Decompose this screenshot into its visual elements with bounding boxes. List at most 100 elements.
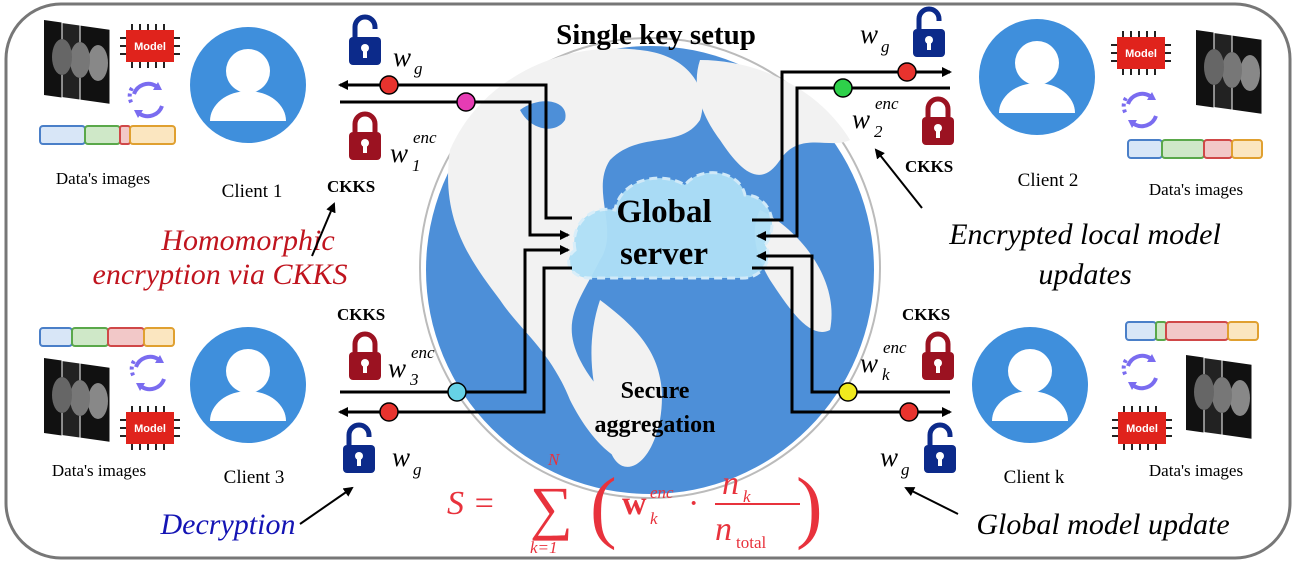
- data-bar-icon: [1125, 321, 1259, 341]
- ckks-label-client3: CKKS: [337, 305, 385, 324]
- svg-text:g: g: [413, 460, 422, 479]
- client3-data-label: Data's images: [52, 461, 146, 480]
- signal-dots: [379, 62, 919, 422]
- svg-text:2: 2: [874, 122, 883, 141]
- svg-text:w: w: [390, 138, 408, 168]
- svg-text:enc: enc: [875, 94, 899, 113]
- wg-label-client2: w g: [860, 19, 890, 56]
- mri-scans-icon: [1195, 29, 1263, 115]
- client1-name: Client 1: [222, 181, 283, 202]
- aggregation-formula: S = ∑ N k=1 ( w enc k · n k n total ): [447, 450, 823, 557]
- ckks-label-client2: CKKS: [905, 157, 953, 176]
- svg-text:g: g: [881, 37, 890, 56]
- svg-text:S =: S =: [447, 485, 495, 522]
- clientk-avatar: [972, 327, 1088, 443]
- client2-avatar: [979, 19, 1095, 135]
- wg-label-client3: w g: [392, 442, 422, 479]
- svg-text:1: 1: [412, 156, 421, 175]
- svg-text:k: k: [743, 487, 751, 506]
- client2-data-cluster: Model Data's images: [1110, 29, 1263, 199]
- global-update-arrow: [904, 487, 959, 515]
- svg-text:Model: Model: [134, 41, 166, 53]
- svg-text:w: w: [388, 353, 406, 383]
- svg-text:enc: enc: [650, 483, 674, 502]
- w3-enc-label: w enc 3: [388, 343, 435, 389]
- svg-text:w: w: [392, 442, 410, 472]
- svg-text:): ): [796, 463, 823, 551]
- ckks-label-clientk: CKKS: [902, 305, 950, 324]
- svg-text:k: k: [650, 509, 658, 528]
- client1-avatar: [190, 27, 306, 143]
- dot-wk-enc: [838, 382, 858, 402]
- server-label-line2: server: [620, 236, 708, 272]
- dot-w2-enc: [833, 78, 853, 98]
- diagram-title: Single key setup: [556, 19, 756, 51]
- dot-wg-client2: [897, 62, 917, 82]
- svg-text:k=1: k=1: [530, 538, 558, 557]
- svg-text:n: n: [715, 511, 732, 548]
- svg-text:3: 3: [409, 370, 419, 389]
- secure-aggregation-line1: Secure: [621, 378, 690, 404]
- svg-text:w: w: [622, 485, 647, 522]
- svg-text:(: (: [590, 463, 617, 551]
- client3-name: Client 3: [224, 467, 285, 488]
- svg-text:k: k: [882, 365, 890, 384]
- svg-text:n: n: [722, 465, 739, 502]
- svg-text:∑: ∑: [530, 475, 573, 541]
- connectors: [338, 67, 952, 417]
- wg-label-clientk: w g: [880, 442, 910, 479]
- client3-avatar: [190, 327, 306, 443]
- homomorphic-label-line2: encryption via CKKS: [93, 258, 348, 291]
- dot-wg-clientk: [899, 402, 919, 422]
- svg-text:total: total: [736, 533, 766, 552]
- svg-text:·: ·: [688, 485, 699, 522]
- wk-enc-label: w enc k: [860, 338, 907, 384]
- client2-name: Client 2: [1018, 170, 1079, 191]
- encrypted-updates-arrow: [874, 148, 923, 209]
- svg-text:w: w: [880, 442, 898, 472]
- data-bar-icon: [1127, 139, 1263, 159]
- mri-scans-icon: [1185, 354, 1253, 440]
- clientk-name: Client k: [1004, 467, 1065, 488]
- global-update-label: Global model update: [976, 508, 1229, 541]
- svg-text:Model: Model: [1126, 423, 1158, 435]
- dot-wg-client3: [379, 402, 399, 422]
- dot-wg-client1: [379, 75, 399, 95]
- dot-w1-enc: [456, 92, 476, 112]
- data-bar-icon: [39, 125, 176, 145]
- secure-aggregation-line2: aggregation: [595, 412, 716, 438]
- svg-text:enc: enc: [883, 338, 907, 357]
- encrypted-updates-line1: Encrypted local model: [948, 218, 1221, 251]
- mri-scans-icon: [43, 19, 111, 105]
- data-bar-icon: [39, 327, 175, 347]
- w1-enc-label: w enc 1: [390, 128, 437, 175]
- client3-data-cluster: Model Data's images: [39, 327, 181, 480]
- svg-text:Model: Model: [1125, 48, 1157, 60]
- clientk-data-cluster: Model Data's images: [1111, 321, 1259, 480]
- client1-data-label: Data's images: [56, 169, 150, 188]
- svg-text:enc: enc: [411, 343, 435, 362]
- homomorphic-arrow: [311, 202, 336, 257]
- cloud-icon: [567, 171, 774, 280]
- dot-w3-enc: [447, 382, 467, 402]
- w2-enc-label: w enc 2: [852, 94, 899, 141]
- svg-text:enc: enc: [413, 128, 437, 147]
- decryption-arrow: [299, 486, 354, 525]
- server-label-line1: Global: [616, 194, 711, 230]
- svg-text:g: g: [414, 59, 423, 78]
- decryption-label: Decryption: [160, 508, 296, 541]
- svg-text:w: w: [393, 42, 411, 72]
- clientk-data-label: Data's images: [1149, 461, 1243, 480]
- mri-scans-icon: [43, 357, 111, 443]
- wg-label-client1: w g: [393, 42, 423, 78]
- client1-data-cluster: Model Data's images: [39, 19, 181, 188]
- svg-text:N: N: [547, 450, 561, 469]
- client2-data-label: Data's images: [1149, 180, 1243, 199]
- svg-text:w: w: [860, 348, 878, 378]
- encrypted-updates-line2: updates: [1038, 258, 1131, 291]
- svg-text:w: w: [852, 104, 870, 134]
- ckks-label-client1: CKKS: [327, 177, 375, 196]
- svg-text:g: g: [901, 460, 910, 479]
- svg-text:Model: Model: [134, 423, 166, 435]
